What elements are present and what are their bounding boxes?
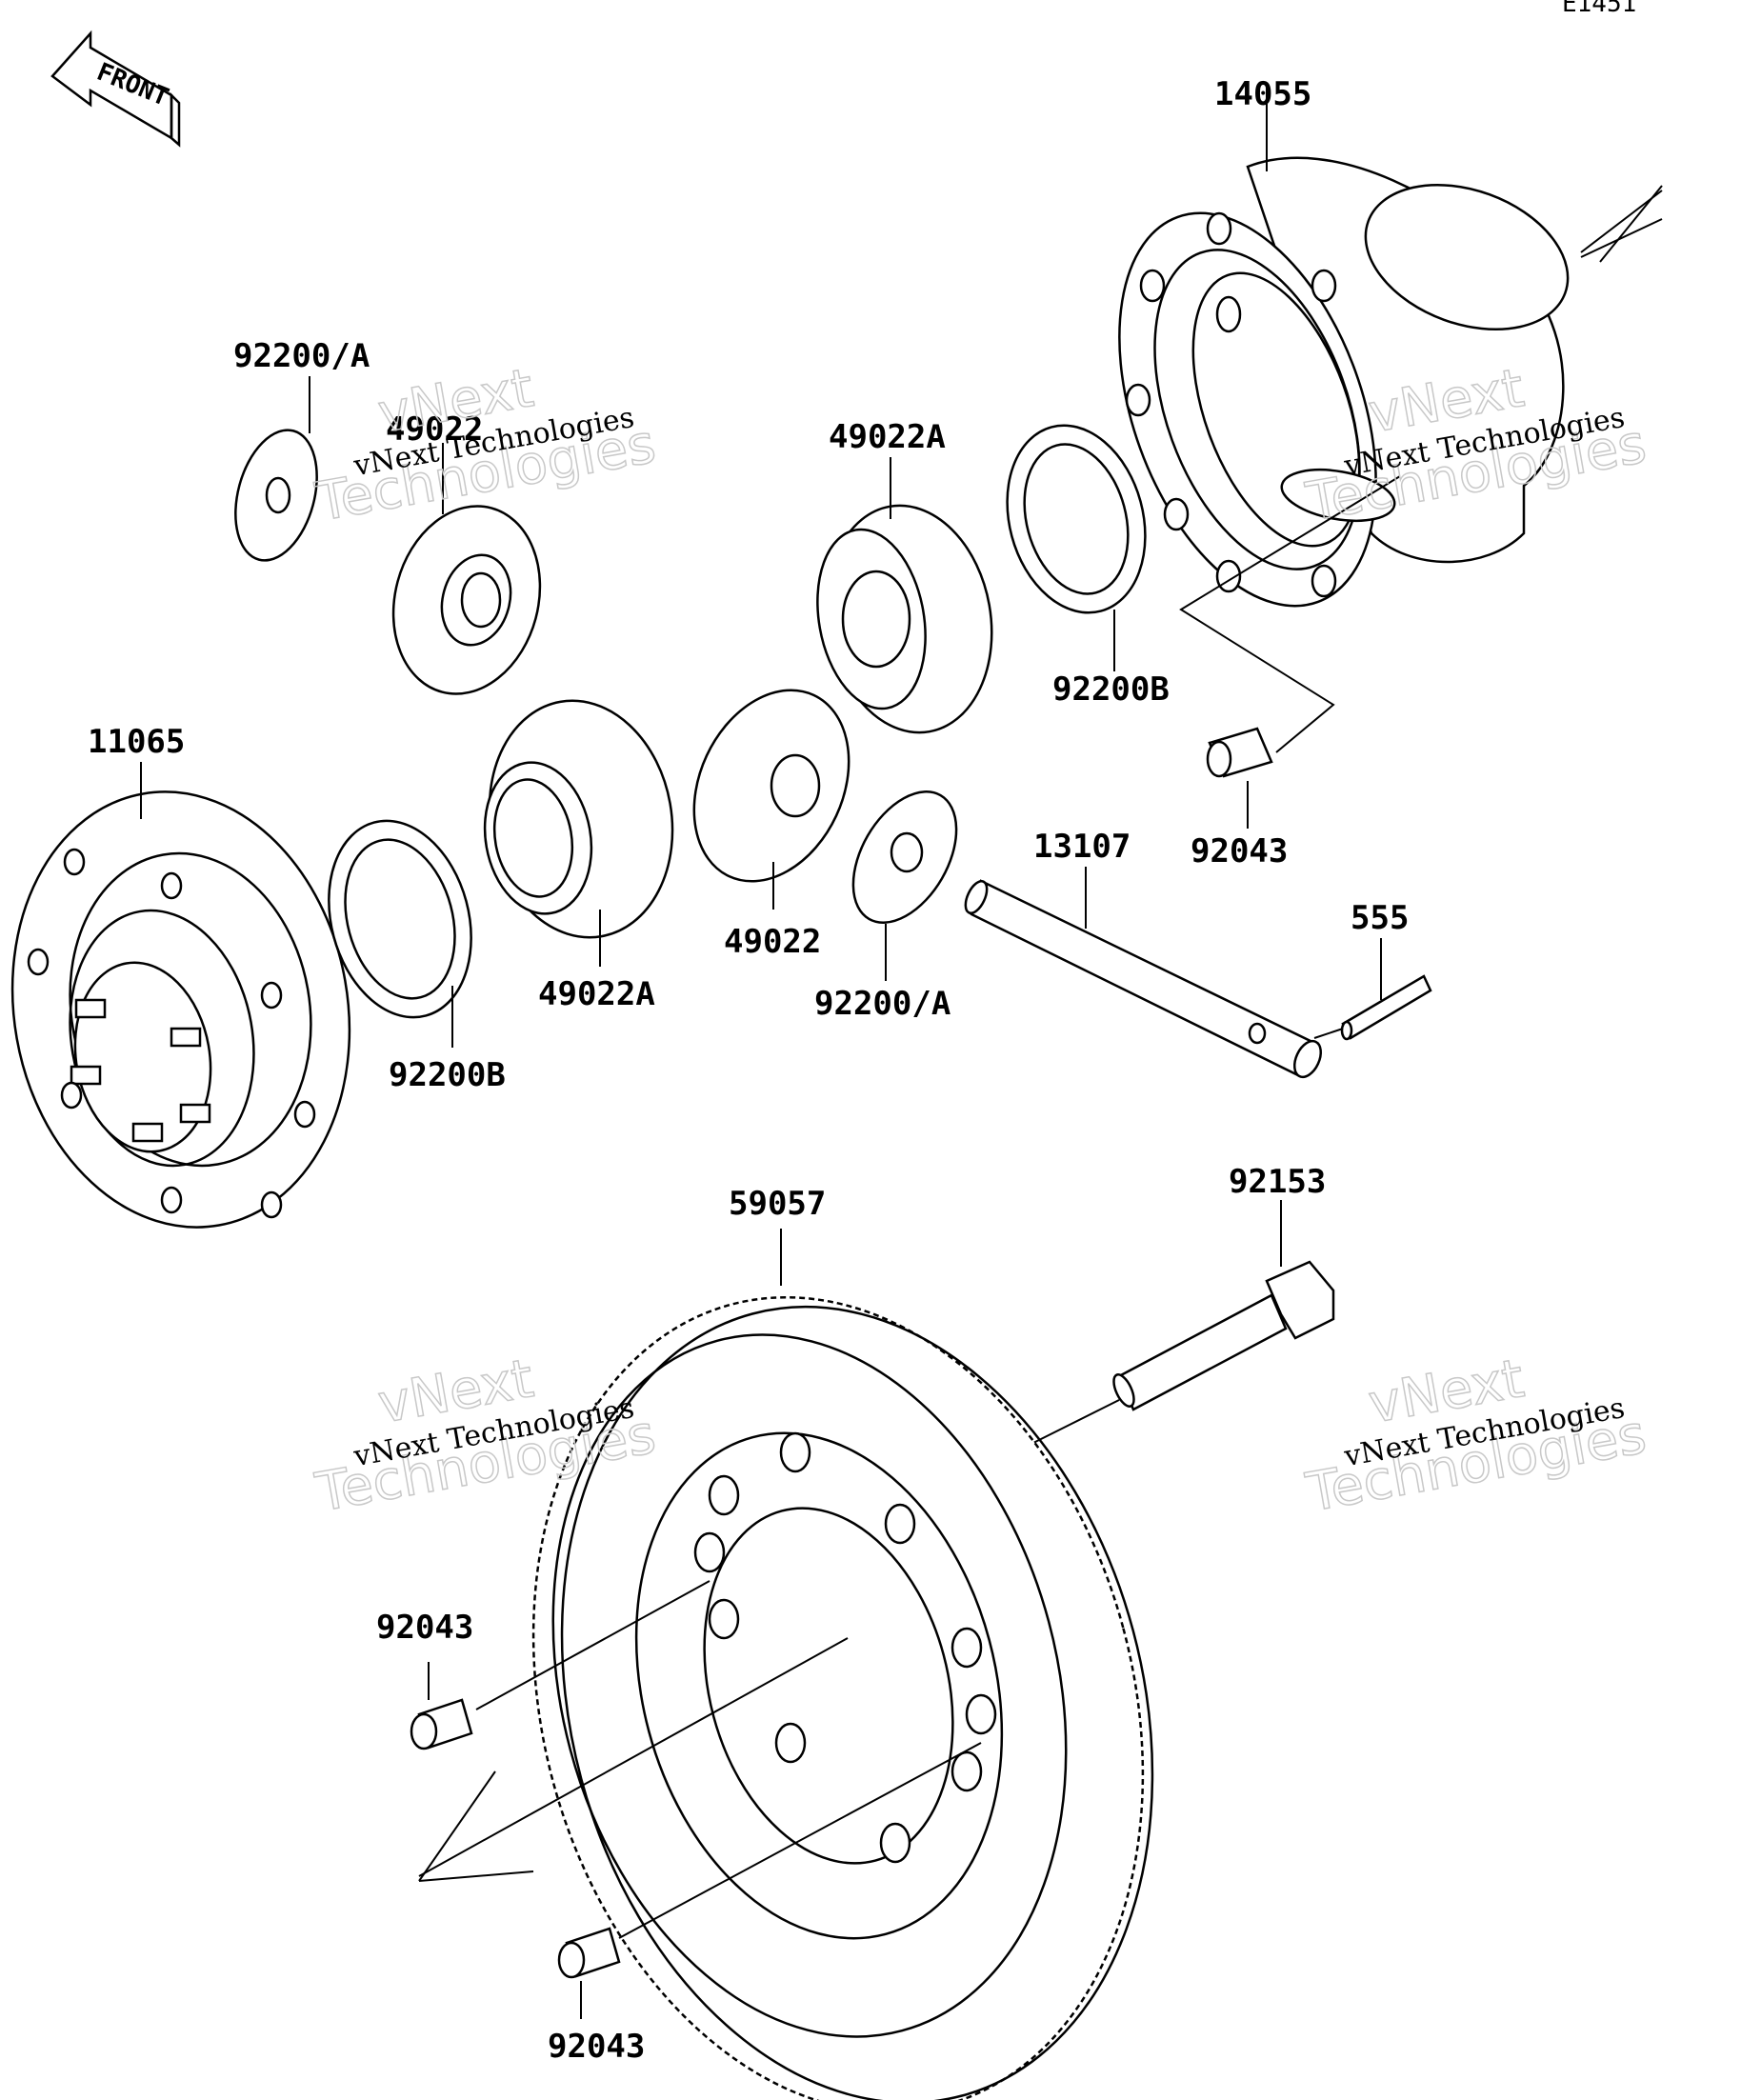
part-label-49022-mid: 49022 xyxy=(724,923,821,961)
part-label-92200b-left: 92200B xyxy=(389,1056,506,1094)
watermark-bottom-right: vNext Technologies vNext Technologies xyxy=(1301,1348,1651,1526)
axis-lines xyxy=(418,1637,849,1882)
part-label-49022-top: 49022 xyxy=(386,410,483,449)
part-label-92043-left: 92043 xyxy=(376,1609,473,1647)
thrust-washer-92200a-mid xyxy=(851,790,958,924)
pinion-gear-49022-top xyxy=(391,505,542,695)
ring-gear-59057 xyxy=(531,1295,1154,2100)
part-label-49022a-mid: 49022A xyxy=(538,975,655,1013)
dowel-pin-92043-left xyxy=(410,1698,473,1750)
part-label-92200b-right: 92200B xyxy=(1052,670,1170,709)
thrust-washer-92200b-right xyxy=(1006,424,1147,614)
side-gear-49022a-top xyxy=(816,504,993,734)
part-label-92043-right: 92043 xyxy=(1191,832,1288,870)
dowel-pin-92043-right xyxy=(1206,727,1273,778)
thrust-washer-92200a-top xyxy=(234,429,318,562)
part-label-13107: 13107 xyxy=(1033,828,1131,866)
dowel-pin-92043-bottom xyxy=(557,1927,621,1979)
part-label-92153: 92153 xyxy=(1229,1163,1326,1201)
part-label-11065: 11065 xyxy=(88,723,185,761)
part-label-49022a-top: 49022A xyxy=(829,418,946,456)
diagram-code: E1451 xyxy=(1562,0,1636,18)
side-gear-49022a-mid xyxy=(483,699,674,939)
part-label-59057: 59057 xyxy=(729,1185,826,1223)
part-label-14055: 14055 xyxy=(1214,75,1311,113)
differential-case xyxy=(1118,156,1663,608)
part-label-92200a-mid: 92200/A xyxy=(814,985,951,1023)
thrust-washer-92200b-left xyxy=(328,819,472,1019)
bolt-92153 xyxy=(1112,1260,1335,1411)
part-label-555: 555 xyxy=(1351,899,1409,937)
watermark-top-right: vNext Technologies vNext Technologies xyxy=(1301,357,1651,535)
part-label-92200a-top: 92200/A xyxy=(233,337,370,375)
pinion-shaft-13107 xyxy=(964,879,1323,1079)
part-label-92043-bottom: 92043 xyxy=(548,2028,645,2066)
front-arrow-icon: FRONT xyxy=(50,30,181,148)
pinion-gear-49022-mid xyxy=(692,689,850,883)
differential-cover-11065 xyxy=(10,790,351,1229)
spring-pin-555 xyxy=(1340,974,1432,1041)
